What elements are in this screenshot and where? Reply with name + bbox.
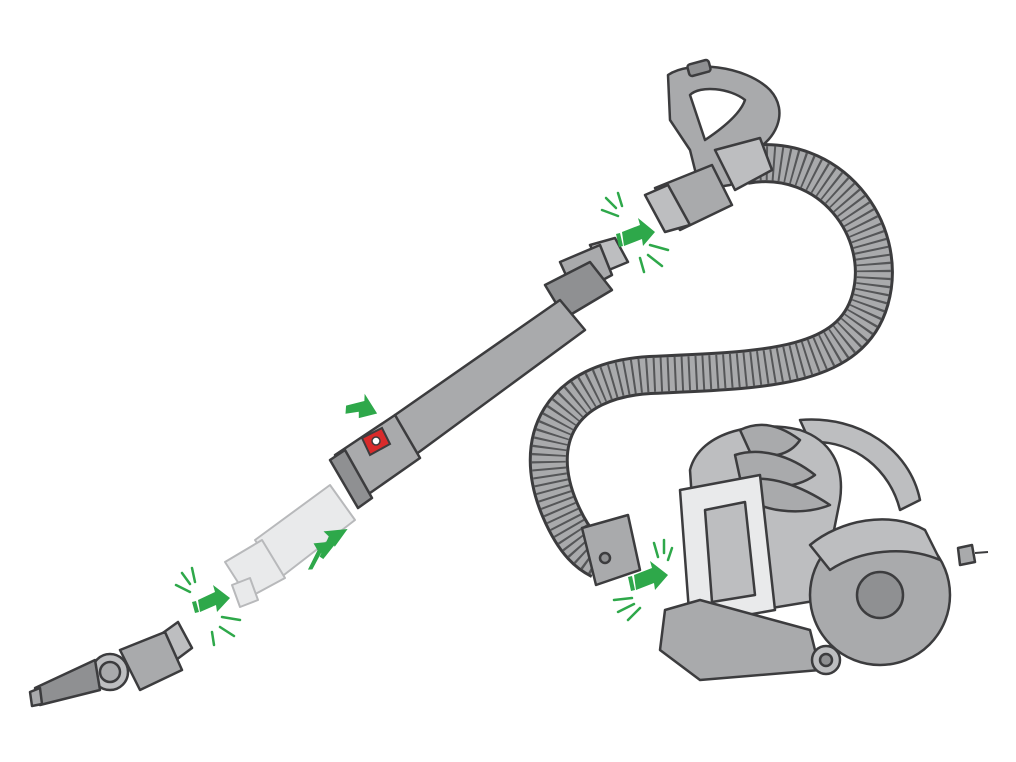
hose xyxy=(528,143,894,578)
handle xyxy=(643,58,781,234)
click-burst-icon xyxy=(174,191,674,647)
double-arrow-icon xyxy=(192,218,668,613)
extension-wand xyxy=(328,236,630,510)
cylinder-body xyxy=(580,418,989,682)
inner-tube-ghost xyxy=(224,484,356,608)
red-release-button-icon xyxy=(360,426,392,457)
combination-tool xyxy=(28,620,194,708)
